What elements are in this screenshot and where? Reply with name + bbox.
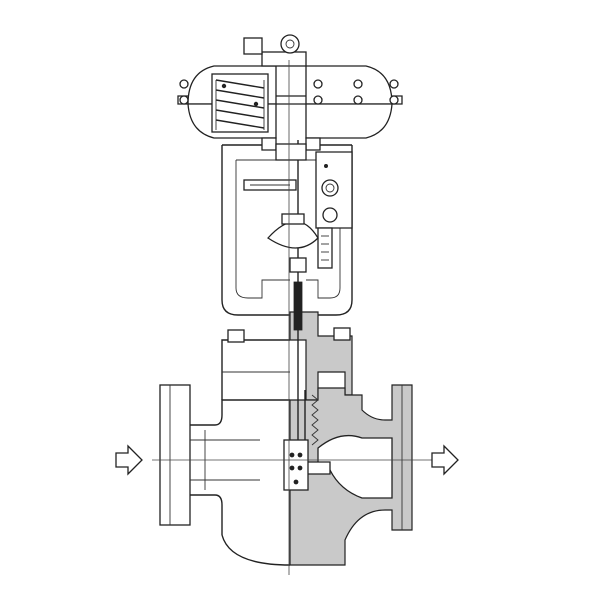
stem <box>293 270 319 446</box>
arrow-right-icon <box>115 444 143 476</box>
yoke <box>221 144 353 316</box>
valve-body-left <box>159 329 291 566</box>
arrow-right-icon <box>431 444 459 476</box>
inlet-flange <box>159 384 191 526</box>
valve-body-right <box>289 311 413 566</box>
bonnet <box>289 311 353 401</box>
stem-connector <box>243 140 319 273</box>
plug <box>283 439 309 491</box>
packing <box>293 281 303 331</box>
spring-pack <box>211 73 269 133</box>
